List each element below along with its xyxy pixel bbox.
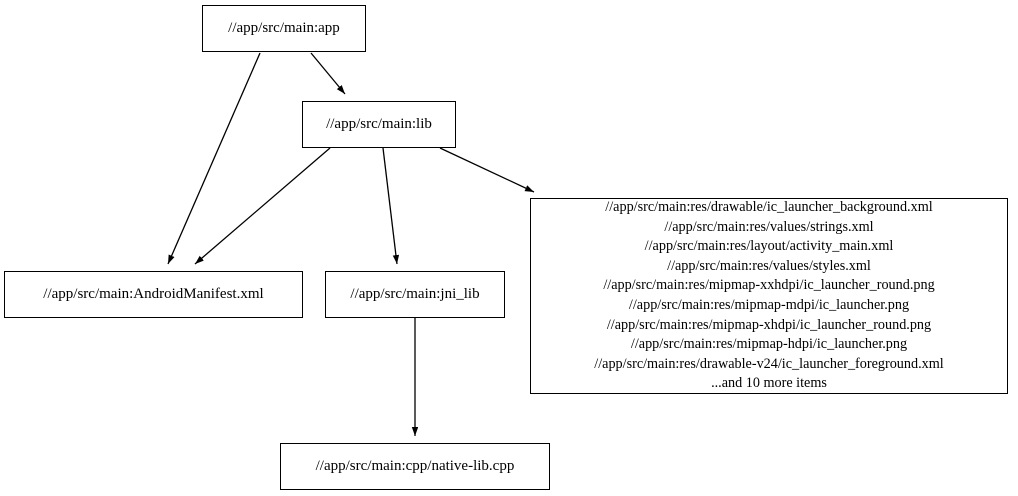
node-android-manifest[interactable]: //app/src/main:AndroidManifest.xml: [4, 271, 303, 318]
edge-app-to-lib: [310, 52, 346, 95]
node-resources-label: //app/src/main:res/drawable/ic_launcher_…: [594, 199, 944, 392]
edge-app-to-manifest: [167, 52, 261, 265]
edge-lib-to-manifest: [194, 147, 331, 265]
node-lib-label: //app/src/main:lib: [326, 116, 432, 132]
node-app-label: //app/src/main:app: [228, 20, 340, 36]
node-app[interactable]: //app/src/main:app: [202, 5, 366, 52]
edge-lib-to-jni_lib: [382, 147, 400, 265]
node-jni-lib-label: //app/src/main:jni_lib: [350, 286, 480, 302]
node-lib[interactable]: //app/src/main:lib: [302, 101, 456, 148]
node-resources[interactable]: //app/src/main:res/drawable/ic_launcher_…: [530, 198, 1008, 394]
node-native-lib[interactable]: //app/src/main:cpp/native-lib.cpp: [280, 443, 550, 490]
node-jni-lib[interactable]: //app/src/main:jni_lib: [325, 271, 505, 318]
node-android-manifest-label: //app/src/main:AndroidManifest.xml: [43, 286, 264, 302]
node-native-lib-label: //app/src/main:cpp/native-lib.cpp: [315, 458, 515, 474]
edge-lib-to-resources: [439, 147, 535, 193]
